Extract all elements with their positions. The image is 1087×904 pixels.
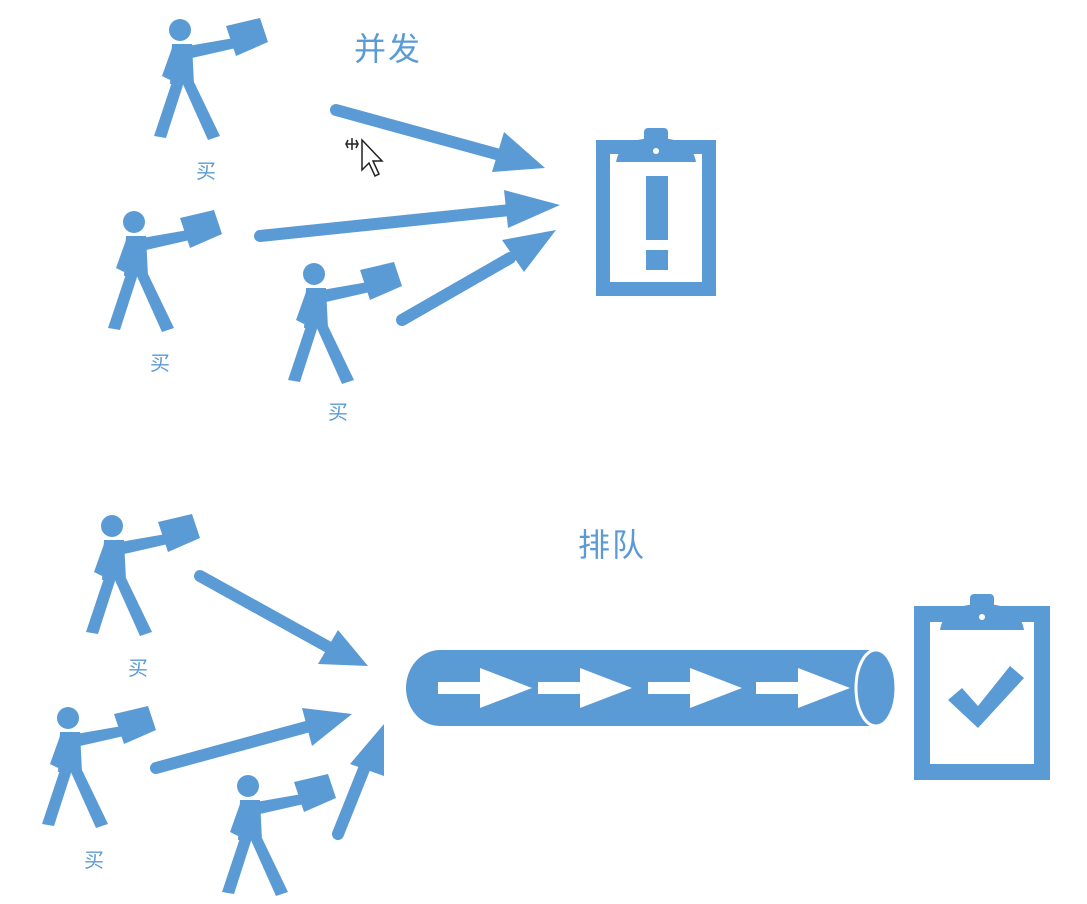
concurrency-arrows [254,104,560,326]
buyer-figure-2 [108,210,222,332]
concurrency-section [108,18,716,384]
queue-buyer-figure-1 [86,514,200,636]
clipboard-exclamation-icon [596,128,716,296]
queue-pipe-icon [406,648,898,728]
queue-arrow-1 [194,570,336,654]
buyer-figure-1 [154,18,268,140]
queue-arrow-2-head [302,708,352,746]
queue-buyer-label-1: 买 [128,656,148,680]
arrow-3-head [502,230,556,272]
pipe-flow-arrows [438,668,850,708]
queue-title: 排队 [578,526,647,564]
arrow-3 [396,252,516,326]
queue-buyer-figure-3 [222,774,336,896]
move-cursor-icon [345,138,384,178]
queue-arrows [150,570,384,840]
buyer-label-2: 买 [150,351,170,375]
queue-arrow-1-head [318,630,368,666]
arrow-1-head [492,132,545,172]
queue-arrow-3-head [350,724,384,776]
queue-arrow-2 [150,720,316,774]
concurrency-title: 并发 [354,30,423,68]
buyer-label-3: 买 [328,400,348,424]
arrow-2 [254,204,516,242]
arrow-2-head [504,190,560,228]
queue-section [42,514,1050,896]
queue-buyer-figure-2 [42,706,156,828]
buyer-figure-3 [288,262,402,384]
buyer-label-1: 买 [196,159,216,183]
queue-arrow-3 [332,758,372,840]
clipboard-check-icon [914,594,1050,780]
queue-buyer-label-2: 买 [84,848,104,872]
arrow-1 [330,104,506,161]
